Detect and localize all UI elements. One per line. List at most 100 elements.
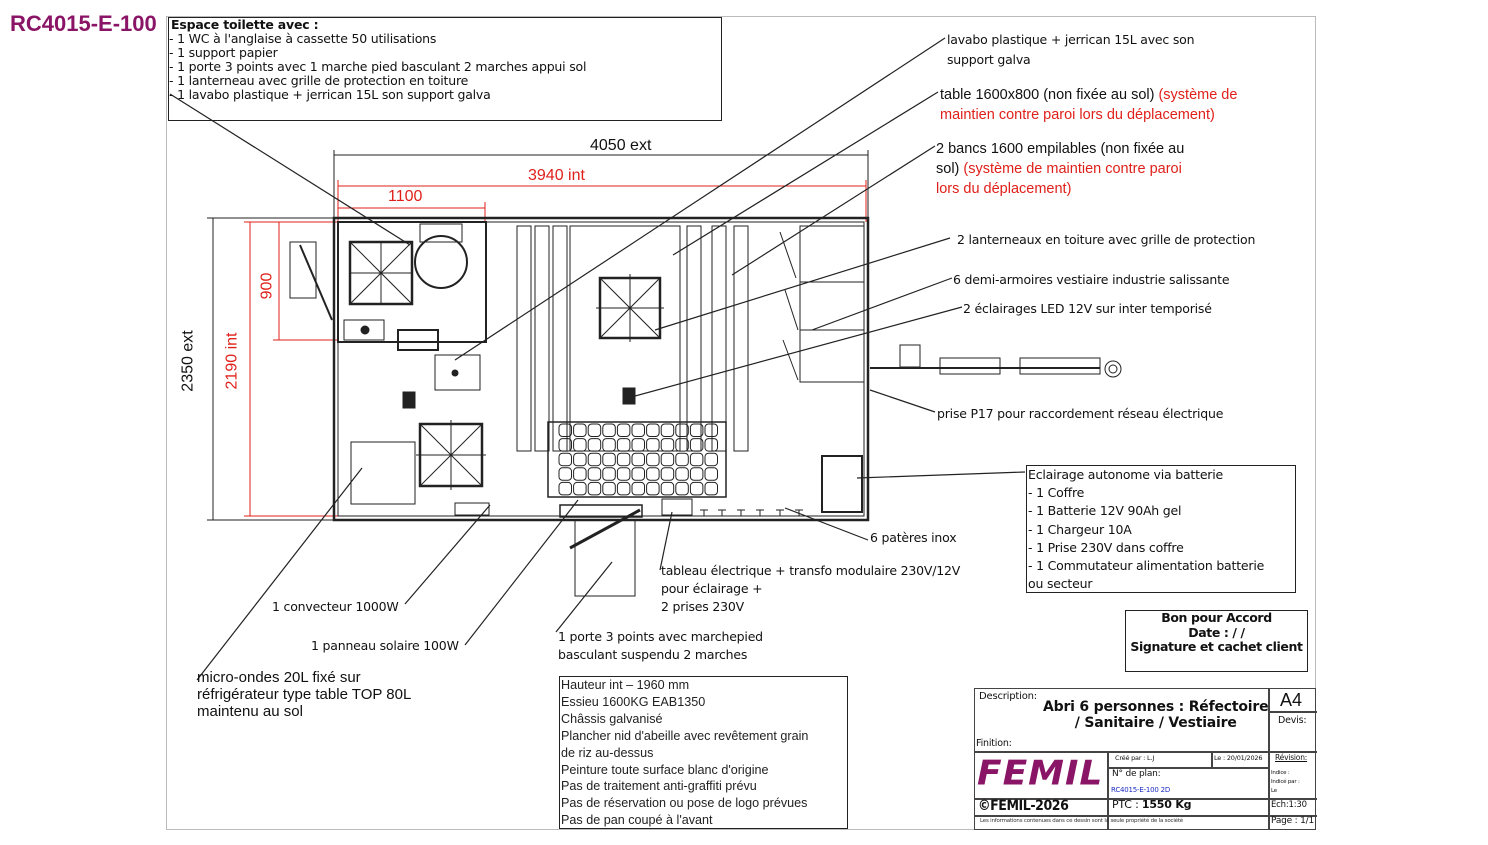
dim-int-length: 3940 int	[528, 167, 585, 184]
solar-cell	[573, 467, 587, 481]
solar-panel	[547, 421, 727, 498]
copyright: ©FEMIL-2026	[978, 798, 1069, 814]
callout-microondes-line: réfrigérateur type table TOP 80L	[197, 686, 412, 703]
solar-cell	[675, 438, 689, 452]
battery-coffre	[821, 455, 863, 513]
cree-par: Créé par : L.J	[1115, 754, 1155, 762]
solar-cell	[704, 452, 718, 467]
plan-reference: RC4015-E-100	[10, 11, 157, 36]
solar-cell	[660, 438, 675, 452]
solar-cell	[689, 452, 704, 467]
revision-label: Révision:	[1275, 753, 1308, 762]
solar-cell	[616, 467, 631, 481]
refrigerator	[350, 441, 416, 505]
solar-cell	[602, 423, 616, 437]
revision-indice: Indice :	[1271, 770, 1290, 776]
description-line: Abri 6 personnes : Réfectoire	[1043, 699, 1269, 715]
solar-cell	[631, 481, 645, 496]
solar-cell	[689, 423, 704, 437]
battery-item: - 1 Batterie 12V 90Ah gel	[1028, 503, 1182, 519]
lavabo	[434, 354, 481, 391]
accord-line: Signature et cachet client	[1130, 639, 1303, 654]
description: Abri 6 personnes : Réfectoire/ Sanitaire…	[1043, 699, 1269, 731]
ptc-label: PTC :	[1112, 798, 1142, 811]
solar-cell	[587, 452, 602, 467]
revision-fields: Indice : Indicé par : Le	[1271, 769, 1300, 796]
solar-cell	[660, 423, 675, 437]
accord-line: Bon pour Accord	[1161, 610, 1272, 625]
callout-lavabo-line: lavabo plastique + jerrican 15L avec son	[947, 32, 1195, 47]
solar-cell	[616, 452, 631, 467]
solar-cell	[631, 452, 645, 467]
dimension-int-length	[337, 180, 867, 222]
divider	[975, 751, 1317, 753]
lockers	[779, 225, 865, 383]
solar-cell	[646, 467, 660, 481]
spec-line: Pas de réservation ou pose de logo prévu…	[561, 796, 808, 811]
disclaimer: Les informations contenues dans ce dessi…	[980, 818, 1183, 824]
dim-toilet-width: 900	[258, 272, 276, 300]
solar-cell	[602, 481, 616, 496]
solar-cell	[602, 467, 616, 481]
electric-panel	[661, 498, 693, 516]
creation-date: Le : 20/01/2026	[1214, 754, 1263, 762]
spec-line: Essieu 1600KG EAB1350	[561, 694, 706, 709]
dimension-int-width	[244, 221, 338, 517]
solar-cell	[631, 467, 645, 481]
solar-cell	[587, 467, 602, 481]
battery-item: - 1 Chargeur 10A	[1028, 521, 1132, 537]
solar-cell	[631, 423, 645, 437]
door	[559, 504, 643, 518]
solar-cell	[704, 438, 718, 452]
solar-cell	[616, 481, 631, 496]
dimension-ext-length	[333, 150, 869, 218]
solar-cell	[587, 438, 602, 452]
solar-cell	[689, 438, 704, 452]
door-step	[574, 519, 636, 597]
solar-cell	[660, 467, 675, 481]
solar-cell	[573, 481, 587, 496]
ptc-value: 1550 Kg	[1141, 798, 1192, 811]
toilet-item: - 1 lavabo plastique + jerrican 15L son …	[169, 87, 491, 102]
solar-cell	[675, 481, 689, 496]
callout-armoires: 6 demi-armoires vestiaire industrie sali…	[953, 272, 1230, 287]
solar-cell	[646, 481, 660, 496]
solar-cell	[704, 467, 718, 481]
battery-box: Eclairage autonome via batterie- 1 Coffr…	[1026, 465, 1296, 593]
solar-cell	[573, 438, 587, 452]
toilet-box-title: Espace toilette avec :	[171, 17, 319, 32]
callout-porte-line: basculant suspendu 2 marches	[558, 647, 748, 662]
callout-porte-line: 1 porte 3 points avec marchepied	[558, 629, 763, 644]
callout-microondes-line: maintenu au sol	[197, 703, 303, 720]
solar-cell	[675, 423, 689, 437]
callout-lanterneaux: 2 lanterneaux en toiture avec grille de …	[957, 232, 1256, 247]
callout-tableau-line: tableau électrique + transfo modulaire 2…	[661, 563, 961, 578]
accord-line: Date : / /	[1188, 624, 1245, 640]
plan-number-label: N° de plan:	[1112, 769, 1161, 779]
page-number: Page : 1/1	[1271, 816, 1315, 826]
solar-cell	[660, 452, 675, 467]
leader-lines	[169, 37, 1026, 681]
callout-porte: 1 porte 3 points avec marchepied basculan…	[558, 628, 763, 664]
solar-cell	[704, 481, 718, 496]
spec-line: Pas de pan coupé à l'avant	[561, 813, 713, 828]
dimension-ext-width	[207, 217, 334, 521]
dimension-toilet-width	[273, 222, 338, 341]
solar-cell	[616, 438, 631, 452]
bench-right	[686, 225, 749, 452]
callout-lavabo: lavabo plastique + jerrican 15L avec son…	[947, 32, 1195, 67]
callout-table: table 1600x800 (non fixée au sol) (systè…	[940, 85, 1237, 125]
callout-bancs-note: lors du déplacement)	[936, 181, 1072, 197]
solar-cell	[675, 452, 689, 467]
solar-cell	[602, 452, 616, 467]
spec-line: Plancher nid d'abeille avec revêtement g…	[561, 728, 809, 743]
revision-le: Le	[1271, 788, 1277, 794]
revision-indice-par: Indicé par :	[1271, 779, 1300, 785]
callout-tableau: tableau électrique + transfo modulaire 2…	[661, 562, 960, 616]
battery-item: - 1 Prise 230V dans coffre	[1028, 539, 1184, 555]
